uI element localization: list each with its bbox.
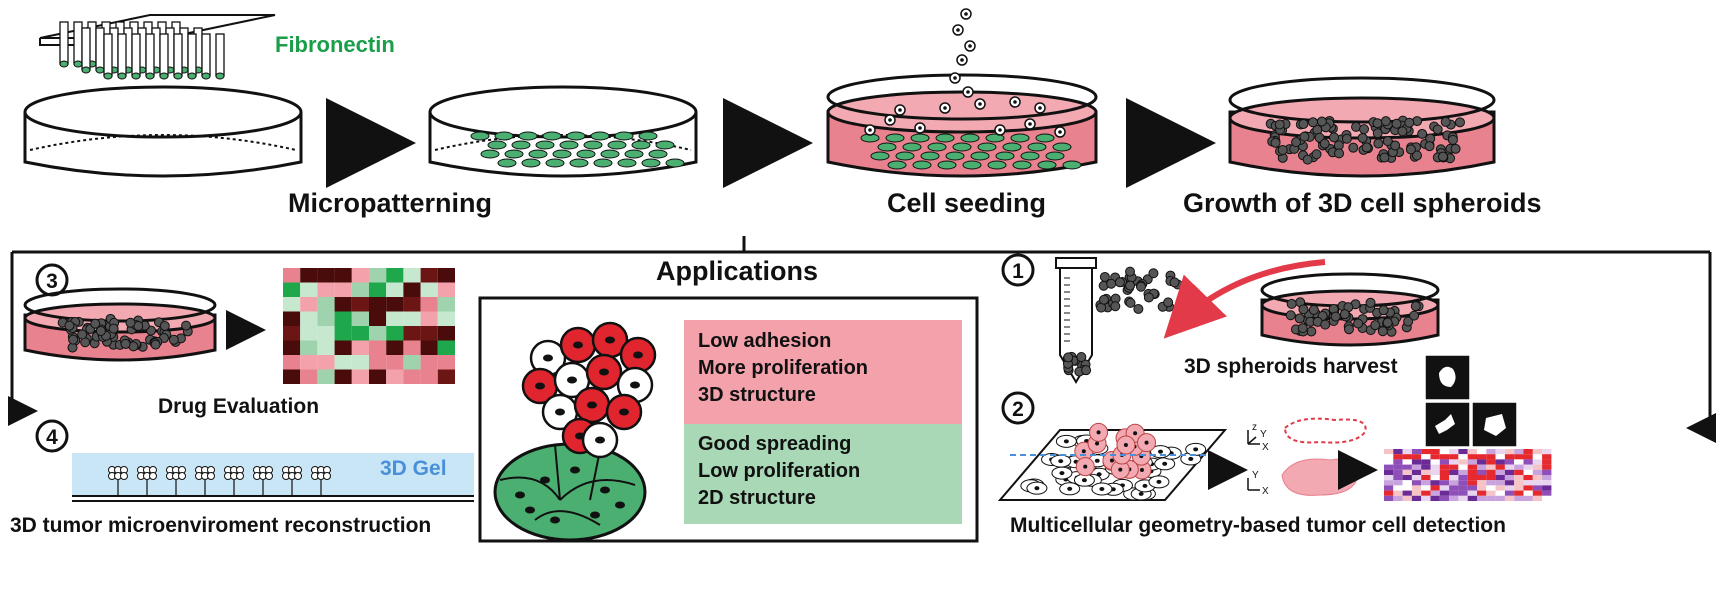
step-label-growth: Growth of 3D cell spheroids bbox=[1183, 188, 1542, 218]
shape-tiles bbox=[1424, 354, 1518, 448]
outline-shape-dashed bbox=[1283, 417, 1367, 444]
harvest-arrow bbox=[1163, 259, 1326, 339]
svg-text:1: 1 bbox=[1012, 260, 1024, 283]
svg-text:3: 3 bbox=[46, 270, 58, 293]
svg-text:2: 2 bbox=[1012, 398, 1024, 421]
pink-property-3: 3D structure bbox=[698, 384, 816, 406]
cell-sheet-illustration bbox=[997, 422, 1228, 501]
pink-property-2: More proliferation bbox=[698, 357, 868, 379]
dish-drug-icon bbox=[23, 287, 217, 362]
fibronectin-label: Fibronectin bbox=[275, 32, 395, 57]
axis-label-y-top: Y bbox=[1260, 429, 1267, 440]
micropattern-stamp-icon bbox=[39, 14, 276, 80]
projection-shape bbox=[1281, 458, 1359, 496]
applications-title: Applications bbox=[656, 256, 818, 286]
drug-heatmap bbox=[283, 268, 455, 384]
gel-label: 3D Gel bbox=[380, 457, 447, 480]
green-property-box bbox=[684, 424, 962, 524]
panel-4-number-circle: 4 bbox=[35, 419, 69, 453]
svg-text:4: 4 bbox=[46, 426, 58, 449]
axis-label-x-bottom: X bbox=[1262, 486, 1269, 497]
dish-empty-icon bbox=[23, 85, 303, 178]
axis-label-y-bottom: Y bbox=[1252, 470, 1259, 481]
green-property-1: Good spreading bbox=[698, 433, 851, 455]
green-property-3: 2D structure bbox=[698, 487, 816, 509]
step-label-cell-seeding: Cell seeding bbox=[887, 188, 1046, 218]
panel-1-label: 3D spheroids harvest bbox=[1184, 355, 1398, 378]
axes-icon-bottom bbox=[1247, 478, 1260, 491]
axes-icon-top bbox=[1247, 430, 1260, 445]
dish-harvest-icon bbox=[1260, 272, 1440, 347]
dish-seeded-icon bbox=[826, 8, 1098, 178]
cell-cluster-illustration bbox=[493, 321, 657, 542]
step-label-micropatterning: Micropatterning bbox=[288, 188, 492, 218]
axis-label-x-top: X bbox=[1262, 442, 1269, 453]
panel-3-number-circle: 3 bbox=[35, 263, 69, 297]
panel-4-label: 3D tumor microenviroment reconstruction bbox=[10, 514, 431, 537]
centrifuge-tube-icon bbox=[1055, 257, 1097, 384]
gel-slab-icon bbox=[72, 453, 474, 502]
pink-property-1: Low adhesion bbox=[698, 330, 831, 352]
panel-1-number-circle: 1 bbox=[1001, 253, 1035, 287]
panel-2-label: Multicellular geometry-based tumor cell … bbox=[1010, 514, 1506, 537]
connector-bracket bbox=[10, 236, 1712, 428]
dish-patterned-icon bbox=[428, 85, 698, 178]
green-property-2: Low proliferation bbox=[698, 460, 860, 482]
axis-label-z: z bbox=[1252, 422, 1257, 433]
panel-3-label: Drug Evaluation bbox=[158, 395, 319, 418]
pink-property-box bbox=[684, 320, 962, 424]
spheroid-cluster-icon bbox=[1095, 266, 1183, 314]
panel-2-number-circle: 2 bbox=[1001, 391, 1035, 425]
dish-spheroids-icon bbox=[1228, 76, 1496, 178]
detection-heatmap bbox=[1384, 449, 1552, 501]
